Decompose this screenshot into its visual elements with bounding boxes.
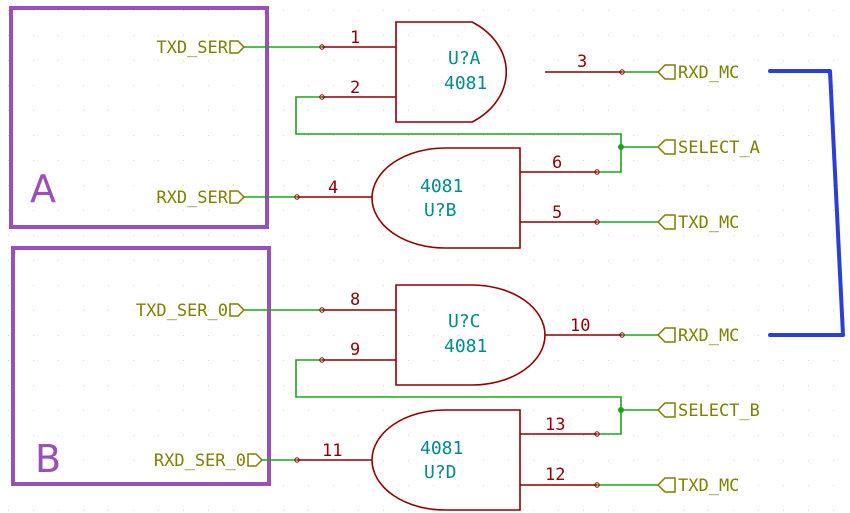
pin-endpoint: [619, 332, 625, 338]
gate-u-c-ref: U?C: [448, 311, 481, 332]
pin-endpoint: [594, 431, 600, 437]
pin-endpoint: [319, 94, 325, 100]
wire-select-b[interactable]: [295, 359, 658, 411]
global-label-flag: [656, 402, 676, 418]
pin-number-10: 10: [570, 316, 590, 336]
global-label-txd-mc-top[interactable]: TXD_MC: [656, 213, 739, 233]
pin-endpoint: [294, 457, 300, 463]
pin-number-8: 8: [350, 290, 360, 310]
block-a[interactable]: A: [9, 6, 269, 229]
global-label-flag: [656, 214, 676, 230]
gate-u-b-ref: U?B: [424, 200, 457, 221]
pin-endpoint: [619, 69, 625, 75]
junction-select-a: [618, 144, 624, 150]
pin-endpoint: [319, 307, 325, 313]
gate-u-d-body: [371, 409, 521, 511]
gate-u-d[interactable]: 11 13 12 4081 U?D: [294, 409, 600, 511]
global-label-text: RXD_MC: [678, 63, 739, 83]
sheet-pin-label: RXD_SER: [156, 188, 228, 208]
sheet-pin-label: RXD_SER_0: [154, 451, 246, 471]
gate-u-c[interactable]: 8 9 10 U?C 4081: [319, 284, 625, 386]
sheet-pin-txd-ser-0[interactable]: TXD_SER_0: [136, 301, 246, 321]
global-label-text: TXD_MC: [678, 213, 739, 233]
pin-endpoint: [319, 357, 325, 363]
sheet-pin-flag: [229, 303, 246, 317]
rxd-mc-bus[interactable]: [768, 69, 845, 337]
pin-number-5: 5: [552, 203, 562, 223]
pin-number-13: 13: [545, 415, 565, 435]
block-b-frame: [11, 246, 271, 486]
gate-u-b[interactable]: 4 6 5 4081 U?B: [294, 147, 600, 249]
global-label-text: TXD_MC: [678, 476, 739, 496]
pin-number-1: 1: [350, 28, 360, 48]
pin-endpoint: [294, 194, 300, 200]
global-label-select-b[interactable]: SELECT_B: [656, 401, 760, 421]
gate-u-a-body: [395, 21, 507, 123]
global-label-flag: [656, 477, 676, 493]
pin-number-11: 11: [322, 441, 342, 461]
global-label-flag: [656, 327, 676, 343]
global-label-rxd-mc-bottom[interactable]: RXD_MC: [656, 326, 739, 346]
gate-u-a-ref: U?A: [448, 48, 481, 69]
gate-u-b-value: 4081: [420, 176, 463, 197]
global-label-flag: [656, 64, 676, 80]
global-label-txd-mc-bottom[interactable]: TXD_MC: [656, 476, 739, 496]
global-labels: RXD_MC SELECT_A TXD_MC RXD_MC SELECT_B T…: [656, 63, 760, 496]
block-a-label: A: [30, 167, 56, 211]
sheet-pin-label: TXD_SER_0: [136, 301, 228, 321]
gate-u-a-value: 4081: [444, 73, 487, 94]
sheet-pin-rxd-ser[interactable]: RXD_SER: [156, 188, 246, 208]
pin-endpoint: [594, 169, 600, 175]
wire-select-a[interactable]: [295, 96, 658, 148]
sheet-pin-label: TXD_SER: [156, 38, 228, 58]
global-label-rxd-mc-top[interactable]: RXD_MC: [656, 63, 739, 83]
block-a-frame: [9, 6, 269, 229]
wire-pin13[interactable]: [597, 410, 622, 435]
gate-u-c-value: 4081: [444, 336, 487, 357]
global-label-text: SELECT_A: [678, 138, 760, 158]
wire-pin6[interactable]: [597, 147, 622, 173]
pin-number-9: 9: [350, 340, 360, 360]
wires: [244, 46, 658, 486]
junction-select-b: [618, 407, 624, 413]
pin-endpoint: [319, 44, 325, 50]
sheet-pin-rxd-ser-0[interactable]: RXD_SER_0: [154, 451, 264, 471]
block-b-label: B: [35, 437, 61, 481]
pin-number-2: 2: [350, 78, 360, 98]
gate-u-b-body: [371, 147, 521, 249]
global-label-text: RXD_MC: [678, 326, 739, 346]
pin-endpoint: [594, 482, 600, 488]
sheet-pins: TXD_SER RXD_SER TXD_SER_0 RXD_SER_0: [136, 38, 264, 471]
sheet-pin-flag: [247, 453, 264, 467]
pin-number-12: 12: [545, 465, 565, 485]
global-label-flag: [656, 139, 676, 155]
sheet-pin-flag: [229, 190, 246, 204]
block-b[interactable]: B: [11, 246, 271, 486]
pin-number-3: 3: [577, 52, 587, 72]
gate-u-d-value: 4081: [420, 438, 463, 459]
pin-endpoint: [594, 219, 600, 225]
pin-number-4: 4: [328, 178, 338, 198]
sheet-pin-flag: [229, 40, 246, 54]
sheet-pin-txd-ser[interactable]: TXD_SER: [156, 38, 246, 58]
gate-u-a[interactable]: 1 2 3 U?A 4081: [319, 21, 625, 123]
global-label-select-a[interactable]: SELECT_A: [656, 138, 760, 158]
pin-number-6: 6: [552, 153, 562, 173]
gate-u-d-ref: U?D: [424, 462, 457, 483]
global-label-text: SELECT_B: [678, 401, 760, 421]
gate-u-c-body: [395, 284, 546, 386]
